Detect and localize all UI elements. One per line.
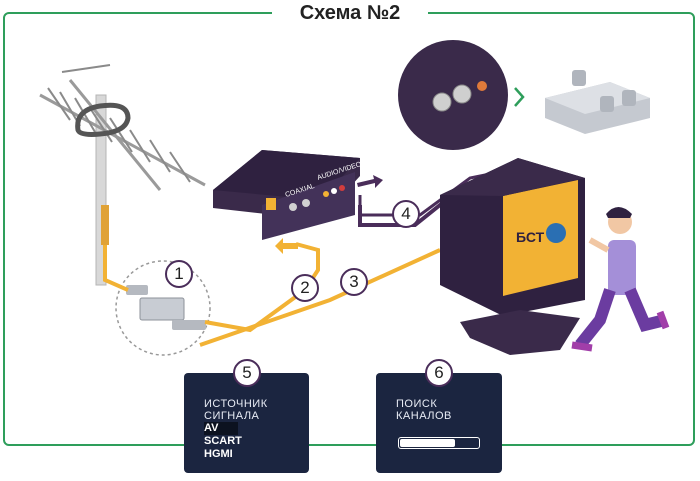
diagram-title: Схема №2 xyxy=(272,0,428,26)
arrow-icons xyxy=(275,175,383,254)
antenna-icon xyxy=(39,64,206,286)
panel-title-line2: СИГНАЛА xyxy=(204,410,260,422)
panel-title-line1: ПОИСК xyxy=(396,398,438,410)
source-option-scart[interactable]: SCART xyxy=(204,435,242,447)
connector-zoom xyxy=(398,40,508,150)
tv-logo-text: БСТ xyxy=(516,229,545,245)
step-badge-3: 3 xyxy=(340,268,368,296)
channel-search-panel: ПОИСК КАНАЛОВ xyxy=(376,373,502,473)
chevron-right-icon xyxy=(514,87,525,107)
step-badge-2: 2 xyxy=(291,274,319,302)
splitter-product-icon xyxy=(545,70,650,134)
step-badge-4: 4 xyxy=(392,200,420,228)
receiver-box: COAXIAL AUDIO/VIDEO xyxy=(213,150,363,240)
splitter-detail xyxy=(115,260,211,356)
tv-set: БСТ xyxy=(440,158,585,355)
step-badge-6: 6 xyxy=(425,359,453,387)
panel-title-line2: КАНАЛОВ xyxy=(396,410,452,422)
person-figure xyxy=(571,207,670,352)
panel-title-line1: ИСТОЧНИК xyxy=(204,398,268,410)
search-progress-bar xyxy=(398,437,480,449)
source-option-hgmi[interactable]: HGMI xyxy=(204,448,233,460)
search-progress-fill xyxy=(400,439,455,447)
source-option-av[interactable]: AV xyxy=(204,422,239,435)
step-badge-5: 5 xyxy=(233,359,261,387)
step-badge-1: 1 xyxy=(165,260,193,288)
signal-source-panel: ИСТОЧНИК СИГНАЛА AV SCART HGMI xyxy=(184,373,309,473)
